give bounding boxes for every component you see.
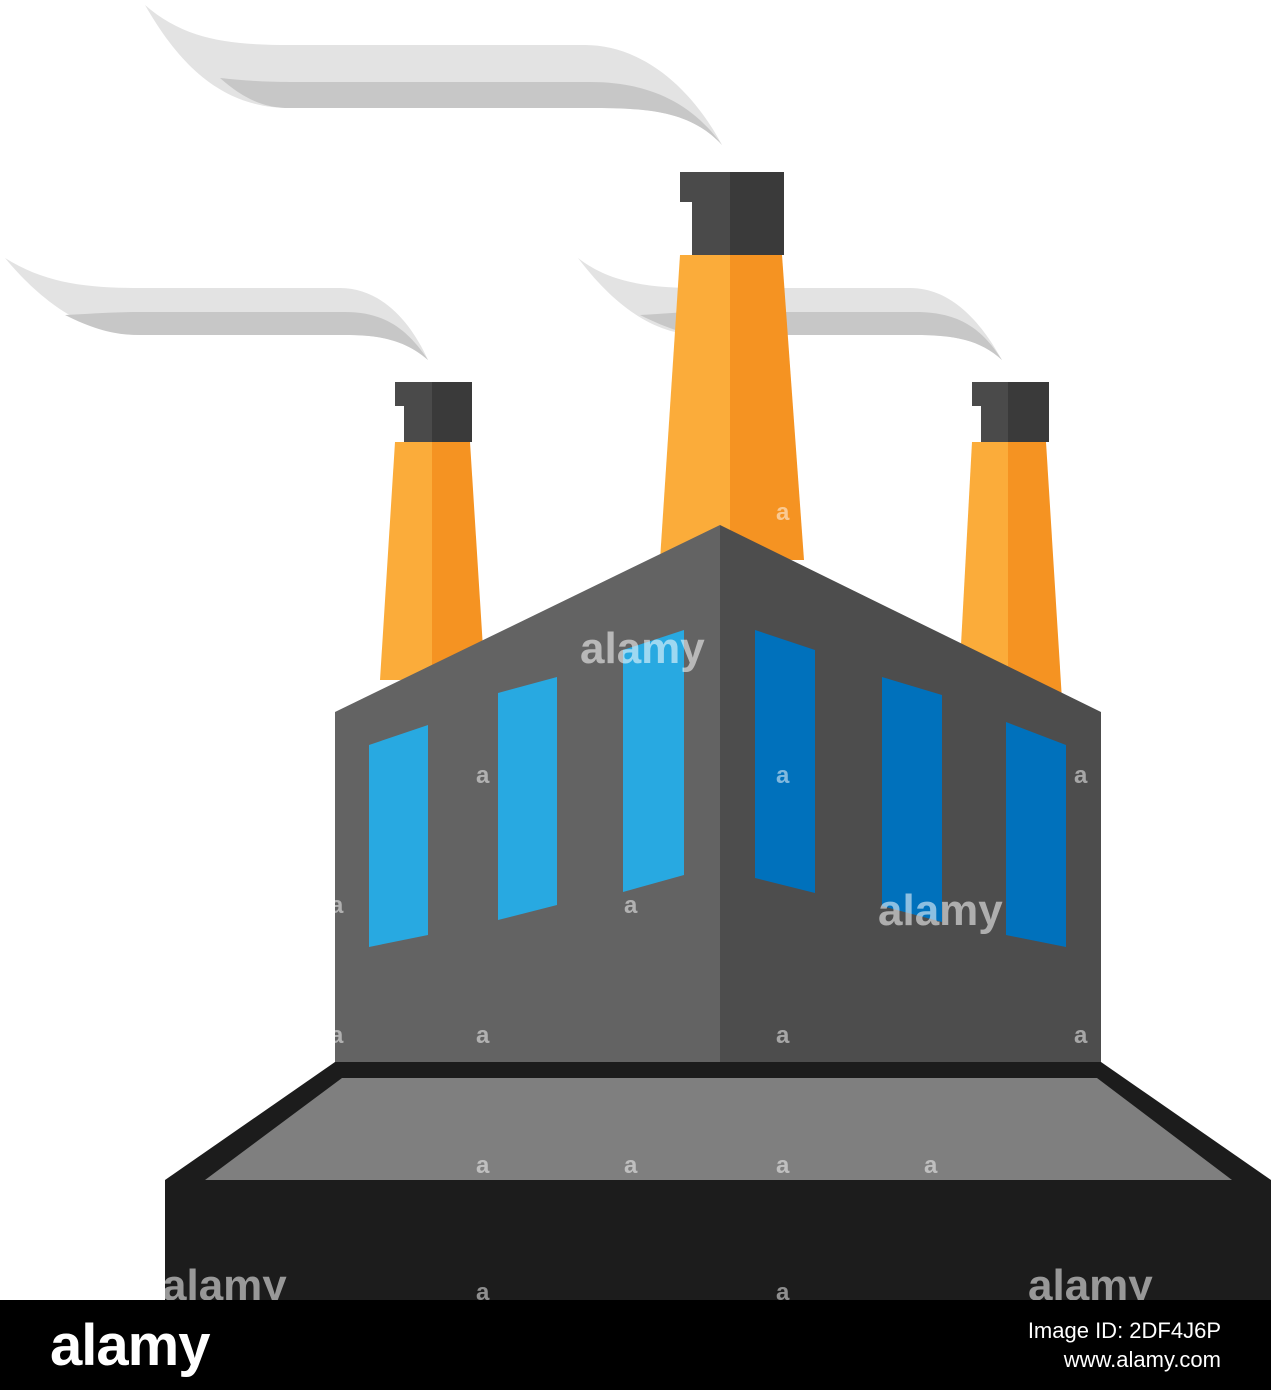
watermark-glyph: a xyxy=(476,762,490,789)
chimney-left xyxy=(380,382,485,680)
windows-left-wall xyxy=(369,630,684,947)
smoke-plume-right xyxy=(578,258,1002,360)
watermark-glyph: a xyxy=(776,499,790,526)
watermark-glyph: a xyxy=(624,892,638,919)
watermark-glyph: a xyxy=(924,1152,938,1179)
chimney-right xyxy=(958,382,1062,700)
footer-image-id: Image ID: 2DF4J6P xyxy=(1027,1318,1221,1343)
watermark-glyph: a xyxy=(1074,1022,1088,1049)
watermark-glyph: a xyxy=(476,1279,490,1300)
watermark-brand: alamy xyxy=(878,886,1003,935)
watermark-glyph: a xyxy=(330,892,344,919)
smoke-plume-top xyxy=(145,5,722,145)
chimney-center xyxy=(660,172,804,560)
watermark-glyph: a xyxy=(776,762,790,789)
watermark-glyph: a xyxy=(1074,762,1088,789)
watermark-glyph: a xyxy=(776,1279,790,1300)
factory-illustration: alamy alamy alamy alamy a a a a a a a a … xyxy=(5,5,1271,1300)
watermark-glyph: a xyxy=(330,1022,344,1049)
watermark-glyph: a xyxy=(624,1152,638,1179)
smoke-plume-left xyxy=(5,258,428,360)
footer-logo: alamy xyxy=(50,1312,210,1378)
windows-right-wall xyxy=(755,630,1066,947)
stock-footer-bar: alamy Image ID: 2DF4J6P www.alamy.com xyxy=(0,1300,1271,1390)
watermark-brand: alamy xyxy=(162,1261,287,1300)
footer-info: Image ID: 2DF4J6P www.alamy.com xyxy=(1028,1316,1221,1374)
watermark-glyph: a xyxy=(776,1022,790,1049)
watermark-glyph: a xyxy=(776,1152,790,1179)
watermark-brand: alamy xyxy=(1028,1261,1153,1300)
watermark-glyph: a xyxy=(476,1152,490,1179)
factory-platform xyxy=(165,1062,1271,1300)
footer-site-url: www.alamy.com xyxy=(1063,1347,1221,1372)
watermark-brand: alamy xyxy=(580,624,705,673)
watermark-glyph: a xyxy=(476,1022,490,1049)
watermark-overlay: alamy alamy alamy alamy a a a a a a a a … xyxy=(162,499,1153,1300)
